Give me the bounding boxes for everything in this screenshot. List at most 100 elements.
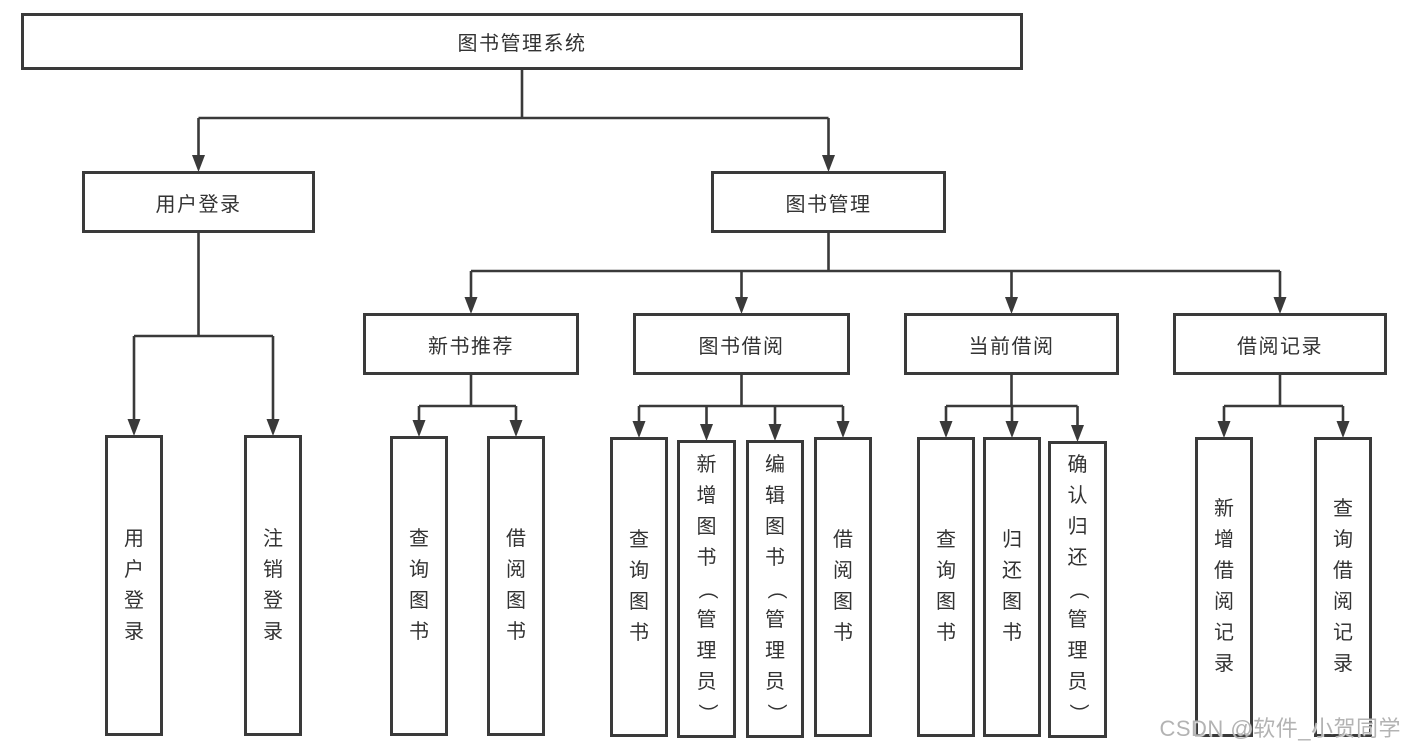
node-label-char: 阅	[833, 560, 853, 582]
node-label-char: 户	[124, 558, 144, 581]
arrowhead-down-icon	[939, 421, 953, 438]
node-label-char: （	[696, 579, 718, 599]
node-label-char: ）	[1067, 703, 1089, 724]
node-label-char: 记	[1214, 622, 1234, 644]
node-label-char: 增	[696, 484, 717, 507]
arrowhead-down-icon	[1217, 421, 1231, 438]
node-label-char: 用	[124, 527, 144, 550]
node-label-char: 归	[1067, 516, 1088, 538]
node-label-char: 注	[263, 527, 283, 550]
arrowhead-down-icon	[1005, 421, 1019, 438]
node-label-char: 理	[696, 639, 717, 662]
watermark: CSDN @软件_小贺同学	[1159, 716, 1401, 741]
node-label-char: 员	[765, 670, 785, 693]
node-label-char: 图	[1002, 591, 1022, 613]
node-label-char: 理	[765, 639, 785, 662]
node-label-char: 员	[696, 670, 717, 693]
node-label-char: 书	[696, 546, 717, 569]
node-label-char: 录	[124, 620, 144, 643]
node-label-char: 书	[765, 546, 785, 569]
node-label-char: 录	[1214, 653, 1234, 675]
node-label-char: 登	[263, 589, 283, 612]
node-label-char: 书	[506, 621, 526, 643]
arrowhead-down-icon	[1071, 425, 1084, 442]
node-label-char: 图	[833, 591, 853, 613]
node-current-borrow: 当前借阅	[904, 313, 1119, 375]
node-label-char: 辑	[765, 484, 785, 507]
node-label-char: 新	[696, 453, 717, 476]
node-label-char: 图	[506, 590, 526, 612]
node-label-char: 查	[629, 529, 649, 551]
node-query-borrow-record: 查询借阅记录	[1314, 437, 1372, 737]
node-label-char: 书	[833, 622, 853, 644]
node-label-char: （	[764, 579, 787, 599]
node-label-char: 询	[936, 560, 956, 582]
node-label-char: ）	[696, 703, 718, 723]
arrowhead-down-icon	[632, 421, 646, 438]
node-label-char: 借	[506, 528, 526, 550]
node-query-book-2: 查询图书	[610, 437, 668, 737]
node-label-char: 书	[629, 622, 649, 644]
node-label-char: 图	[936, 591, 956, 613]
node-label-char: 认	[1067, 485, 1088, 507]
node-label-char: 借	[833, 529, 853, 551]
node-label-char: 还	[1002, 560, 1022, 582]
node-query-book-3: 查询图书	[917, 437, 975, 737]
arrowhead-down-icon	[1273, 297, 1287, 314]
node-return-book: 归还图书	[983, 437, 1041, 737]
node-user-login: 用户登录	[82, 171, 315, 233]
node-login: 用户登录	[105, 435, 163, 736]
node-label-char: 员	[1067, 671, 1088, 693]
node-label-char: 管	[765, 608, 785, 631]
node-label-char: 理	[1067, 640, 1088, 662]
node-label-char: 查	[936, 529, 956, 551]
node-label-char: 书	[409, 621, 429, 643]
node-new-book-rec: 新书推荐	[363, 313, 579, 375]
arrowhead-down-icon	[700, 424, 713, 441]
node-label-char: 书	[1002, 622, 1022, 644]
arrowhead-down-icon	[266, 419, 280, 436]
arrowhead-down-icon	[192, 155, 205, 172]
node-label-char: 录	[263, 620, 283, 643]
node-label: 图书借阅	[698, 335, 785, 358]
arrowhead-down-icon	[735, 297, 748, 314]
arrowhead-down-icon	[509, 420, 523, 437]
node-add-book: 新增图书 （ 管理员 ）	[677, 440, 736, 738]
node-label-char: 图	[696, 515, 717, 538]
arrowhead-down-icon	[412, 420, 426, 437]
node-book-mgmt: 图书管理	[711, 171, 946, 233]
node-confirm-return: 确认归还（管理员）	[1048, 441, 1107, 738]
arrowhead-down-icon	[1005, 297, 1018, 314]
node-label-char: 阅	[1214, 591, 1234, 613]
arrowhead-down-icon	[464, 297, 478, 314]
arrowhead-down-icon	[127, 419, 141, 436]
node-label-char: 新	[1214, 498, 1234, 520]
node-label-char: ）	[764, 703, 787, 723]
node-label-char: 管	[696, 608, 717, 631]
node-label-char: 增	[1214, 529, 1234, 551]
node-label-char: 阅	[506, 559, 526, 581]
node-label-char: 归	[1002, 529, 1022, 551]
node-label-char: 销	[263, 558, 283, 581]
node-label-char: 查	[409, 528, 429, 550]
node-label-char: 图	[765, 515, 785, 538]
node-borrow-book-2: 借阅图书	[814, 437, 872, 737]
node-logout: 注销登录	[244, 435, 302, 736]
node-label-char: 询	[629, 560, 649, 582]
arrowhead-down-icon	[836, 421, 850, 438]
node-label-char: 管	[1067, 609, 1088, 631]
arrowhead-down-icon	[822, 155, 835, 172]
node-label-char: 询	[409, 559, 429, 581]
node-label-char: 查	[1333, 498, 1353, 520]
node-label-char: 借	[1333, 560, 1353, 582]
node-borrow-book-1: 借阅图书	[487, 436, 545, 736]
node-query-book-1: 查询图书	[390, 436, 448, 736]
node-label-char: 借	[1214, 560, 1234, 582]
node-label: 图书管理	[785, 193, 872, 216]
node-label: 新书推荐	[428, 335, 514, 358]
node-label-char: 书	[936, 622, 956, 644]
node-label: 借阅记录	[1237, 335, 1323, 358]
node-borrow-records: 借阅记录	[1173, 313, 1387, 375]
node-root: 图书管理系统	[21, 13, 1023, 70]
